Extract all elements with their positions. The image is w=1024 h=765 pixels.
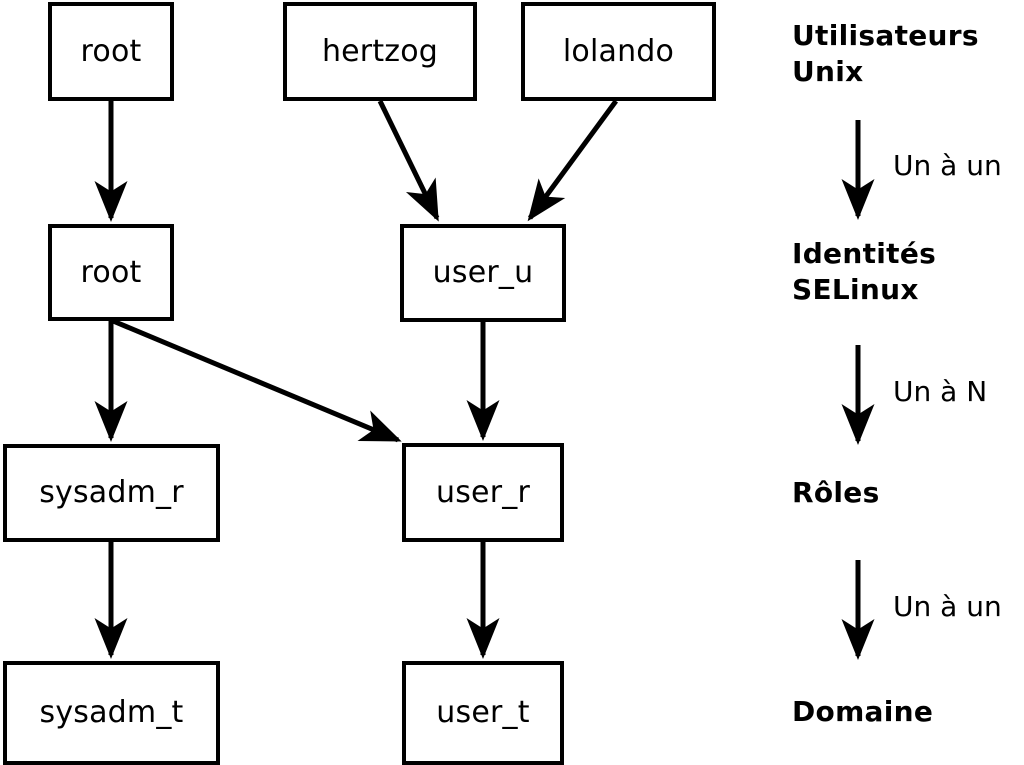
legend-roles: Rôles: [792, 476, 880, 509]
node-label: root: [80, 254, 142, 290]
node-dom-user[interactable]: user_t: [402, 661, 564, 765]
node-label: sysadm_r: [39, 475, 184, 510]
edge-e-root-userr: [112, 318, 402, 443]
node-label: user_t: [436, 695, 530, 730]
node-label: sysadm_t: [39, 695, 184, 730]
node-label: root: [80, 33, 142, 69]
legend-unix-users: Utilisateurs Unix: [792, 19, 979, 88]
node-unix-hertzog[interactable]: hertzog: [283, 2, 477, 101]
legend-selinux-identities: Identités SELinux: [792, 237, 937, 306]
legend-rel-3-label: Un à un: [893, 590, 1002, 623]
legend-rel-2-label: Un à N: [893, 375, 988, 408]
legend-domaine: Domaine: [792, 695, 934, 728]
node-sel-root[interactable]: root: [48, 224, 174, 321]
legend-rel-1-label: Un à un: [893, 149, 1002, 182]
node-label: lolando: [562, 33, 675, 69]
edge-e-lolando-useru: [527, 99, 619, 222]
node-sel-user-u[interactable]: user_u: [400, 224, 566, 322]
node-label: hertzog: [321, 33, 439, 69]
node-label: user_u: [432, 255, 534, 290]
node-dom-sysadm[interactable]: sysadm_t: [3, 661, 220, 765]
edge-e-hertzog-useru: [377, 99, 440, 222]
node-unix-lolando[interactable]: lolando: [521, 2, 716, 101]
node-label: user_r: [436, 474, 530, 510]
node-unix-root[interactable]: root: [48, 2, 174, 101]
node-role-user[interactable]: user_r: [402, 443, 564, 542]
node-role-sysadm[interactable]: sysadm_r: [3, 444, 220, 542]
